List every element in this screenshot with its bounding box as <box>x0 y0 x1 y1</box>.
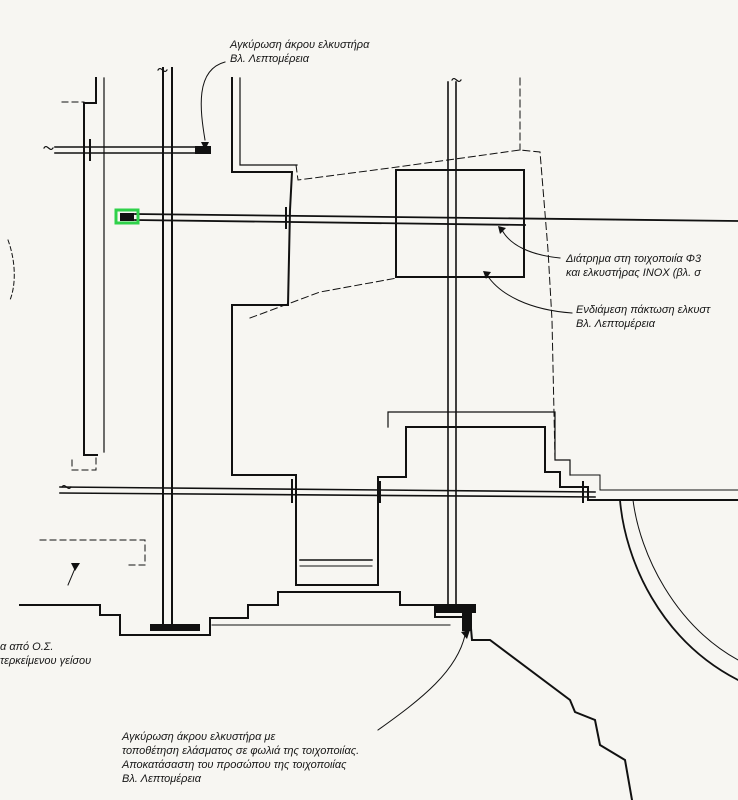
horizontal-tie-low-b <box>59 492 596 498</box>
annotation-bottom-anchor-line4: Βλ. Λεπτομέρεια <box>122 773 201 785</box>
horizontal-tie-low-a <box>59 486 596 493</box>
horizontal-tie-mid-b <box>134 219 526 226</box>
annotation-wall-bore-line2: και ελκυστήρας INOX (βλ. σ <box>566 267 701 279</box>
annotation-bottom-anchor-line1: Αγκύρωση άκρου ελκυστήρα με <box>122 731 276 743</box>
horizontal-tie-mid-a <box>134 213 738 222</box>
bottom-right-plate <box>436 604 476 613</box>
annotation-intermediate-anchor-line2: Βλ. Λεπτομέρεια <box>576 318 655 330</box>
left-wall-outline <box>83 77 98 456</box>
bottom-left-plate <box>150 624 200 631</box>
arrowhead-top <box>201 142 209 150</box>
annotation-top-anchor: Αγκύρωση άκρου ελκυστήρα Βλ. Λεπτομέρεια <box>230 38 369 66</box>
tie-anchor-ticks <box>89 139 584 503</box>
annotation-bottom-anchor-line2: τοποθέτηση ελάσματος σε φωλιά της τοιχοπ… <box>122 745 360 757</box>
arrowhead-left <box>71 563 80 571</box>
base-dashed-outline <box>39 539 146 566</box>
annotation-bottom-anchor: Αγκύρωση άκρου ελκυστήρα με τοποθέτηση ε… <box>122 730 359 786</box>
annotation-top-anchor-line1: Αγκύρωση άκρου ελκυστήρα <box>230 39 370 51</box>
leader-bottom-anchor <box>377 629 467 731</box>
arrowhead-bottom <box>461 630 470 639</box>
break-marks <box>43 68 462 489</box>
upper-wall-thin <box>387 411 571 476</box>
annotation-left-cut: α από Ο.Σ. τερκείμενου γείσου <box>0 640 91 668</box>
leader-top-anchor <box>200 61 226 141</box>
upper-dashed-contour <box>295 149 556 461</box>
anchor-plates <box>71 142 506 639</box>
annotation-left-cut-line2: τερκείμενου γείσου <box>0 655 92 667</box>
right-arc-outline <box>619 499 738 682</box>
anchor-pocket <box>462 613 472 631</box>
leader-wall-bore <box>501 229 561 259</box>
annotation-intermediate-anchor: Ενδιάμεση πάκτωση ελκυστ Βλ. Λεπτομέρεια <box>576 303 710 331</box>
annotation-wall-bore-line1: Διάτρημα στη τοιχοποιία Φ3 <box>566 253 702 265</box>
left-edge-dash <box>7 239 15 301</box>
highlighted-tie-end <box>114 208 140 225</box>
annotation-wall-bore: Διάτρημα στη τοιχοποιία Φ3 και ελκυστήρα… <box>566 252 701 280</box>
right-wall-thin <box>569 474 738 491</box>
middle-dashed-line <box>249 277 398 319</box>
annotation-top-anchor-line2: Βλ. Λεπτομέρεια <box>230 53 309 65</box>
central-wall-inner <box>239 77 298 166</box>
highlighted-tie-core <box>120 213 134 221</box>
top-anchor-plate <box>195 146 211 154</box>
right-diagonal-wall <box>468 615 634 800</box>
annotation-left-cut-line1: α από Ο.Σ. <box>0 641 54 653</box>
left-dashed-outline-lower <box>71 454 97 471</box>
annotation-intermediate-anchor-line1: Ενδιάμεση πάκτωση ελκυστ <box>576 304 711 316</box>
right-arc-inner <box>632 499 738 661</box>
central-wall-outline <box>231 77 738 586</box>
stepped-base <box>19 591 471 636</box>
leader-intermediate-anchor <box>486 274 573 314</box>
arrowhead-bore <box>498 226 506 234</box>
annotation-bottom-anchor-line3: Αποκατάσαστη του προσώπου της τοιχοποιία… <box>122 759 347 771</box>
arrowhead-intermediate <box>483 271 491 279</box>
